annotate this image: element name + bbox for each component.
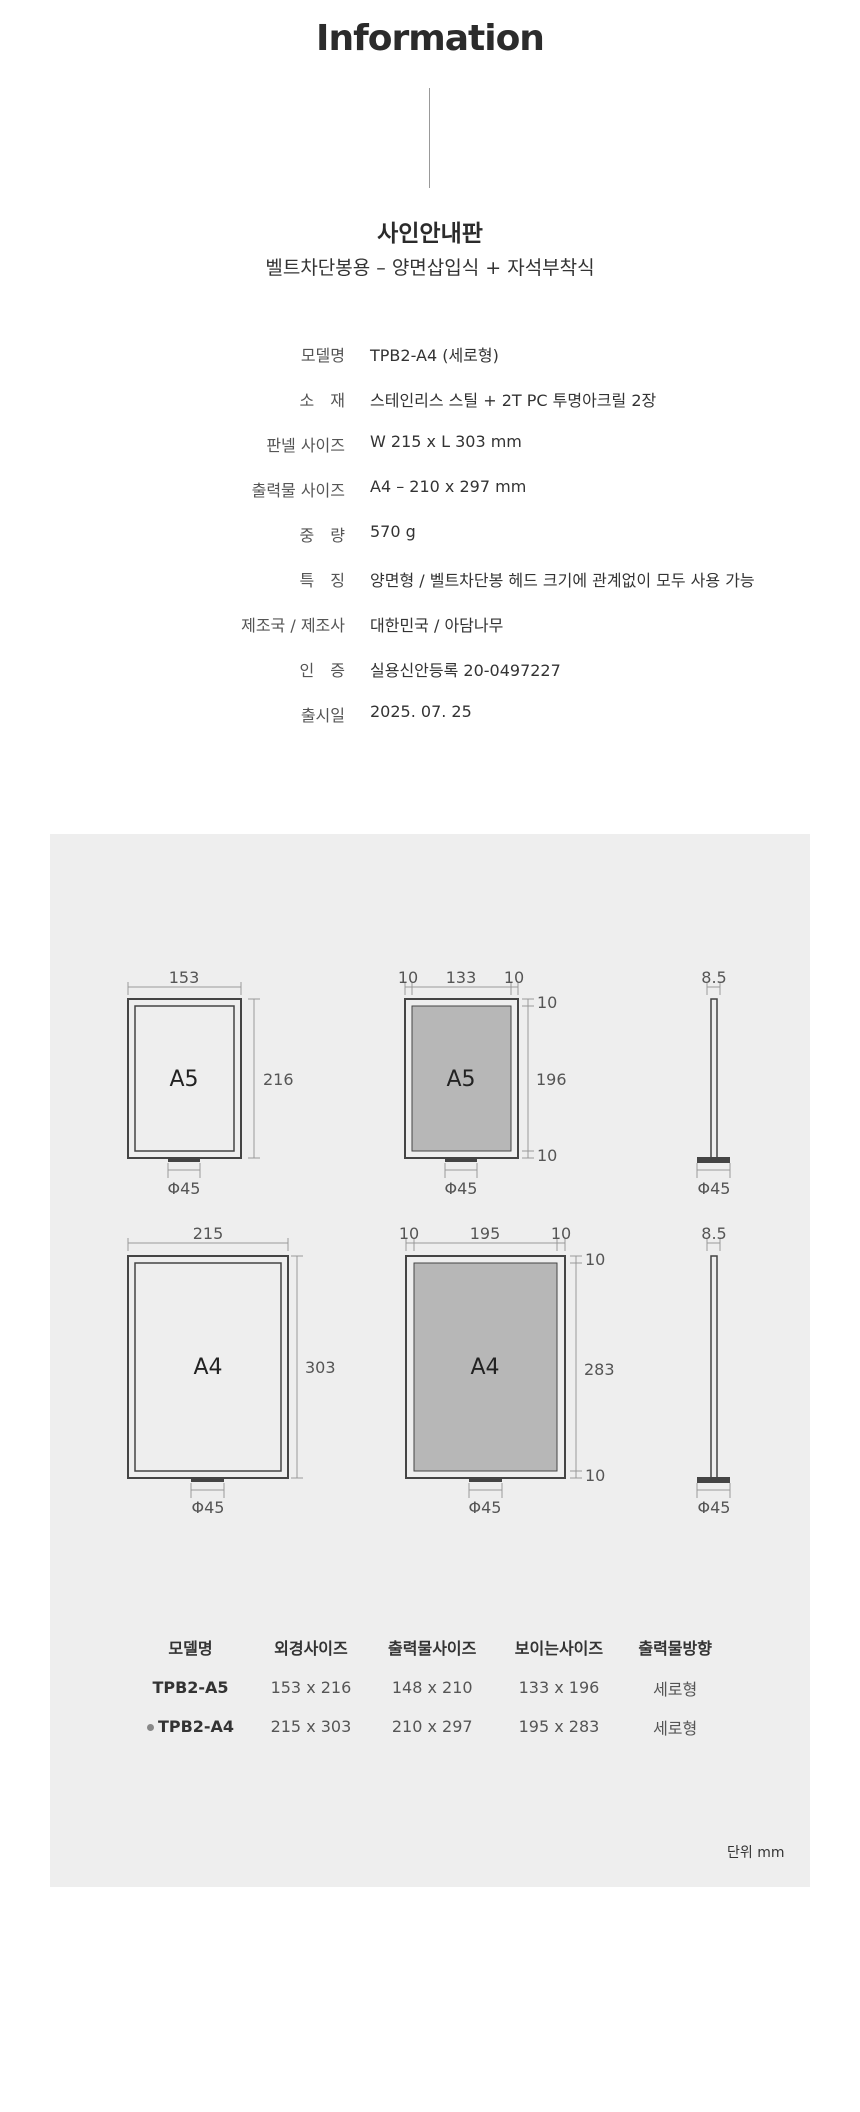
spec-row-weight: 중 량 570 g xyxy=(0,518,860,563)
table-cell-print: 148 x 210 xyxy=(391,1678,473,1697)
spec-list: 모델명 TPB2-A4 (세로형) 소 재 스테인리스 스틸 + 2T PC 투명아… xyxy=(0,338,860,743)
a5-inner-height-label: 196 xyxy=(536,1070,567,1089)
table-row: TPB2-A5 153 x 216 148 x 210 133 x 196 세로… xyxy=(128,1668,728,1707)
spec-row-panel-size: 판넬 사이즈 W 215 x L 303 mm xyxy=(0,428,860,473)
spec-label: 중 량 xyxy=(299,526,345,545)
a5-side-view xyxy=(697,998,730,1163)
table-cell-direction: 세로형 xyxy=(653,1718,698,1738)
a5-insert-view xyxy=(404,998,519,1162)
spec-value: 양면형 / 벨트차단봉 헤드 크기에 관계없이 모두 사용 가능 xyxy=(370,571,755,590)
a4-bottom-margin-label: 10 xyxy=(585,1466,605,1485)
spec-label: 출력물 사이즈 xyxy=(251,481,345,500)
a4-insert-label: A4 xyxy=(470,1355,499,1380)
spec-label: 모델명 xyxy=(300,346,345,365)
table-cell-model-text: TPB2-A4 xyxy=(157,1717,235,1736)
a4-right-margin-label: 10 xyxy=(551,1224,571,1243)
spec-row-model: 모델명 TPB2-A4 (세로형) xyxy=(0,338,860,383)
table-header: 출력물사이즈 xyxy=(388,1639,477,1658)
a5-front-label: A5 xyxy=(169,1067,198,1092)
a4-insert-base-label: Φ45 xyxy=(469,1498,502,1517)
a4-front-base-label: Φ45 xyxy=(192,1498,225,1517)
spec-row-print-size: 출력물 사이즈 A4 – 210 x 297 mm xyxy=(0,473,860,518)
a5-top-margin-label: 10 xyxy=(537,993,557,1012)
table-cell-visible: 133 x 196 xyxy=(518,1678,600,1697)
a5-front-view xyxy=(127,998,242,1162)
spec-value: A4 – 210 x 297 mm xyxy=(370,477,527,496)
title-divider xyxy=(429,88,430,188)
unit-note: 단위 mm xyxy=(727,1845,785,1861)
a5-insert-label: A5 xyxy=(446,1067,475,1092)
a5-right-margin-label: 10 xyxy=(504,968,524,987)
product-name: 사인안내판 xyxy=(377,221,483,247)
spec-label: 제조국 / 제조사 xyxy=(241,616,345,635)
table-header: 모델명 xyxy=(168,1639,213,1658)
spec-value: 실용신안등록 20-0497227 xyxy=(370,661,561,680)
table-row: TPB2-A4 215 x 303 210 x 297 195 x 283 세로… xyxy=(128,1707,728,1746)
a4-side-base-label: Φ45 xyxy=(698,1498,731,1517)
table-cell-outer: 215 x 303 xyxy=(270,1717,352,1736)
spec-label: 소 재 xyxy=(299,391,345,410)
a5-width-label: 153 xyxy=(169,968,200,987)
a4-insert-view xyxy=(405,1255,566,1482)
a4-thickness-label: 8.5 xyxy=(701,1224,726,1243)
a4-side-view xyxy=(697,1255,730,1483)
spec-row-material: 소 재 스테인리스 스틸 + 2T PC 투명아크릴 2장 xyxy=(0,383,860,428)
table-cell-outer: 153 x 216 xyxy=(270,1678,352,1697)
a4-left-margin-label: 10 xyxy=(399,1224,419,1243)
spec-label: 특 징 xyxy=(299,571,345,590)
bullet-dot-icon xyxy=(146,1724,154,1731)
table-header: 보이는사이즈 xyxy=(514,1639,604,1658)
a5-bottom-margin-label: 10 xyxy=(537,1146,557,1165)
a5-front-base-label: Φ45 xyxy=(168,1179,201,1198)
spec-row-feature: 특 징 양면형 / 벨트차단봉 헤드 크기에 관계없이 모두 사용 가능 xyxy=(0,563,860,608)
table-cell-model: TPB2-A4 xyxy=(128,1707,253,1746)
product-subtitle: 벨트차단봉용 – 양면삽입식 + 자석부착식 xyxy=(265,257,595,279)
spec-row-release-date: 출시일 2025. 07. 25 xyxy=(0,698,860,743)
a4-top-margin-label: 10 xyxy=(585,1250,605,1269)
spec-value: 대한민국 / 아담나무 xyxy=(370,616,504,635)
a5-inner-width-label: 133 xyxy=(446,968,477,987)
a5-height-label: 216 xyxy=(263,1070,294,1089)
a4-inner-height-label: 283 xyxy=(584,1360,615,1379)
table-header-row: 모델명 외경사이즈 출력물사이즈 보이는사이즈 출력물방향 xyxy=(128,1626,728,1668)
a5-side-base-label: Φ45 xyxy=(698,1179,731,1198)
a5-left-margin-label: 10 xyxy=(398,968,418,987)
spec-value: W 215 x L 303 mm xyxy=(370,432,522,451)
spec-label: 판넬 사이즈 xyxy=(266,436,345,455)
table-cell-visible: 195 x 283 xyxy=(518,1717,600,1736)
a4-height-label: 303 xyxy=(305,1358,336,1377)
a4-inner-width-label: 195 xyxy=(470,1224,501,1243)
info-title: Information xyxy=(316,18,545,59)
table-cell-print: 210 x 297 xyxy=(391,1717,473,1736)
spec-row-manufacturer: 제조국 / 제조사 대한민국 / 아담나무 xyxy=(0,608,860,653)
spec-value: 570 g xyxy=(370,522,416,541)
model-size-table: 모델명 외경사이즈 출력물사이즈 보이는사이즈 출력물방향 TPB2-A5 15… xyxy=(128,1626,728,1746)
table-header: 출력물방향 xyxy=(638,1639,712,1658)
a4-front-view xyxy=(127,1255,289,1482)
a5-insert-base-label: Φ45 xyxy=(445,1179,478,1198)
a4-front-label: A4 xyxy=(193,1355,222,1380)
spec-value: TPB2-A4 (세로형) xyxy=(370,346,499,365)
a5-thickness-label: 8.5 xyxy=(701,968,726,987)
spec-label: 출시일 xyxy=(300,706,345,725)
spec-label: 인 증 xyxy=(299,661,345,680)
spec-value: 2025. 07. 25 xyxy=(370,702,472,721)
spec-row-certification: 인 증 실용신안등록 20-0497227 xyxy=(0,653,860,698)
table-cell-model: TPB2-A5 xyxy=(152,1678,229,1697)
table-cell-direction: 세로형 xyxy=(653,1679,698,1699)
a4-width-label: 215 xyxy=(193,1224,224,1243)
table-header: 외경사이즈 xyxy=(274,1639,348,1658)
spec-value: 스테인리스 스틸 + 2T PC 투명아크릴 2장 xyxy=(370,391,657,410)
